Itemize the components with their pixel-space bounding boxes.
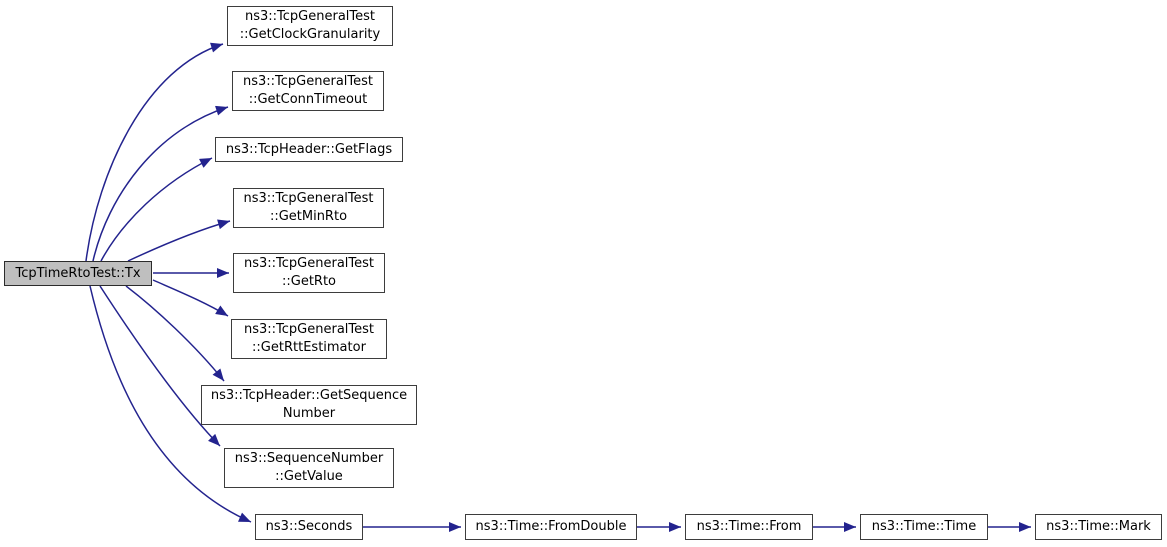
node-label: ns3::TcpGeneralTest ::GetConnTimeout [242, 74, 373, 107]
node-label: ns3::TcpGeneralTest ::GetRto [243, 256, 374, 289]
node-label: ns3::TcpHeader::GetFlags [225, 141, 393, 157]
node-label: TcpTimeRtoTest::Tx [15, 265, 141, 281]
edge-tx-to-seconds [89, 285, 252, 523]
edge-tx-to-get-min-rto [127, 219, 231, 262]
edge-tx-to-get-rtt-estimator [152, 279, 229, 317]
node-get-rto[interactable]: ns3::TcpGeneralTest ::GetRto [233, 253, 385, 293]
node-label: ns3::Time::FromDouble [475, 519, 627, 534]
node-get-clock-granularity[interactable]: ns3::TcpGeneralTest ::GetClockGranularit… [227, 6, 393, 46]
node-get-flags[interactable]: ns3::TcpHeader::GetFlags [215, 137, 403, 162]
node-get-value[interactable]: ns3::SequenceNumber ::GetValue [224, 448, 394, 488]
node-label: ns3::Time::Time [871, 519, 977, 534]
node-tcp-time-rto-test-tx: TcpTimeRtoTest::Tx [4, 261, 152, 286]
node-get-rtt-estimator[interactable]: ns3::TcpGeneralTest ::GetRttEstimator [231, 319, 387, 359]
node-time-from-double[interactable]: ns3::Time::FromDouble [465, 514, 637, 540]
node-time-mark[interactable]: ns3::Time::Mark [1035, 514, 1162, 540]
node-label: ns3::Time::From [696, 519, 802, 534]
node-time-time[interactable]: ns3::Time::Time [860, 514, 988, 540]
node-label: ns3::TcpHeader::GetSequence Number [210, 388, 408, 421]
node-label: ns3::TcpGeneralTest ::GetRttEstimator [243, 322, 374, 355]
node-label: ns3::TcpGeneralTest ::GetMinRto [243, 191, 374, 224]
node-seconds[interactable]: ns3::Seconds [255, 514, 363, 540]
node-time-from[interactable]: ns3::Time::From [685, 514, 813, 540]
node-get-conn-timeout[interactable]: ns3::TcpGeneralTest ::GetConnTimeout [232, 71, 384, 111]
edge-tx-to-get-value [99, 285, 221, 447]
edge-tx-to-get-flags [100, 157, 213, 262]
edge-tx-to-get-clock-granularity [85, 42, 224, 262]
node-label: ns3::TcpGeneralTest ::GetClockGranularit… [239, 9, 381, 42]
node-label: ns3::SequenceNumber ::GetValue [234, 451, 384, 484]
node-get-min-rto[interactable]: ns3::TcpGeneralTest ::GetMinRto [233, 188, 384, 228]
node-label: ns3::Seconds [265, 519, 353, 534]
edge-tx-to-get-sequence-number [125, 285, 225, 382]
node-label: ns3::Time::Mark [1046, 519, 1151, 534]
edge-tx-to-get-conn-timeout [92, 105, 229, 262]
node-get-sequence-number[interactable]: ns3::TcpHeader::GetSequence Number [201, 385, 417, 425]
